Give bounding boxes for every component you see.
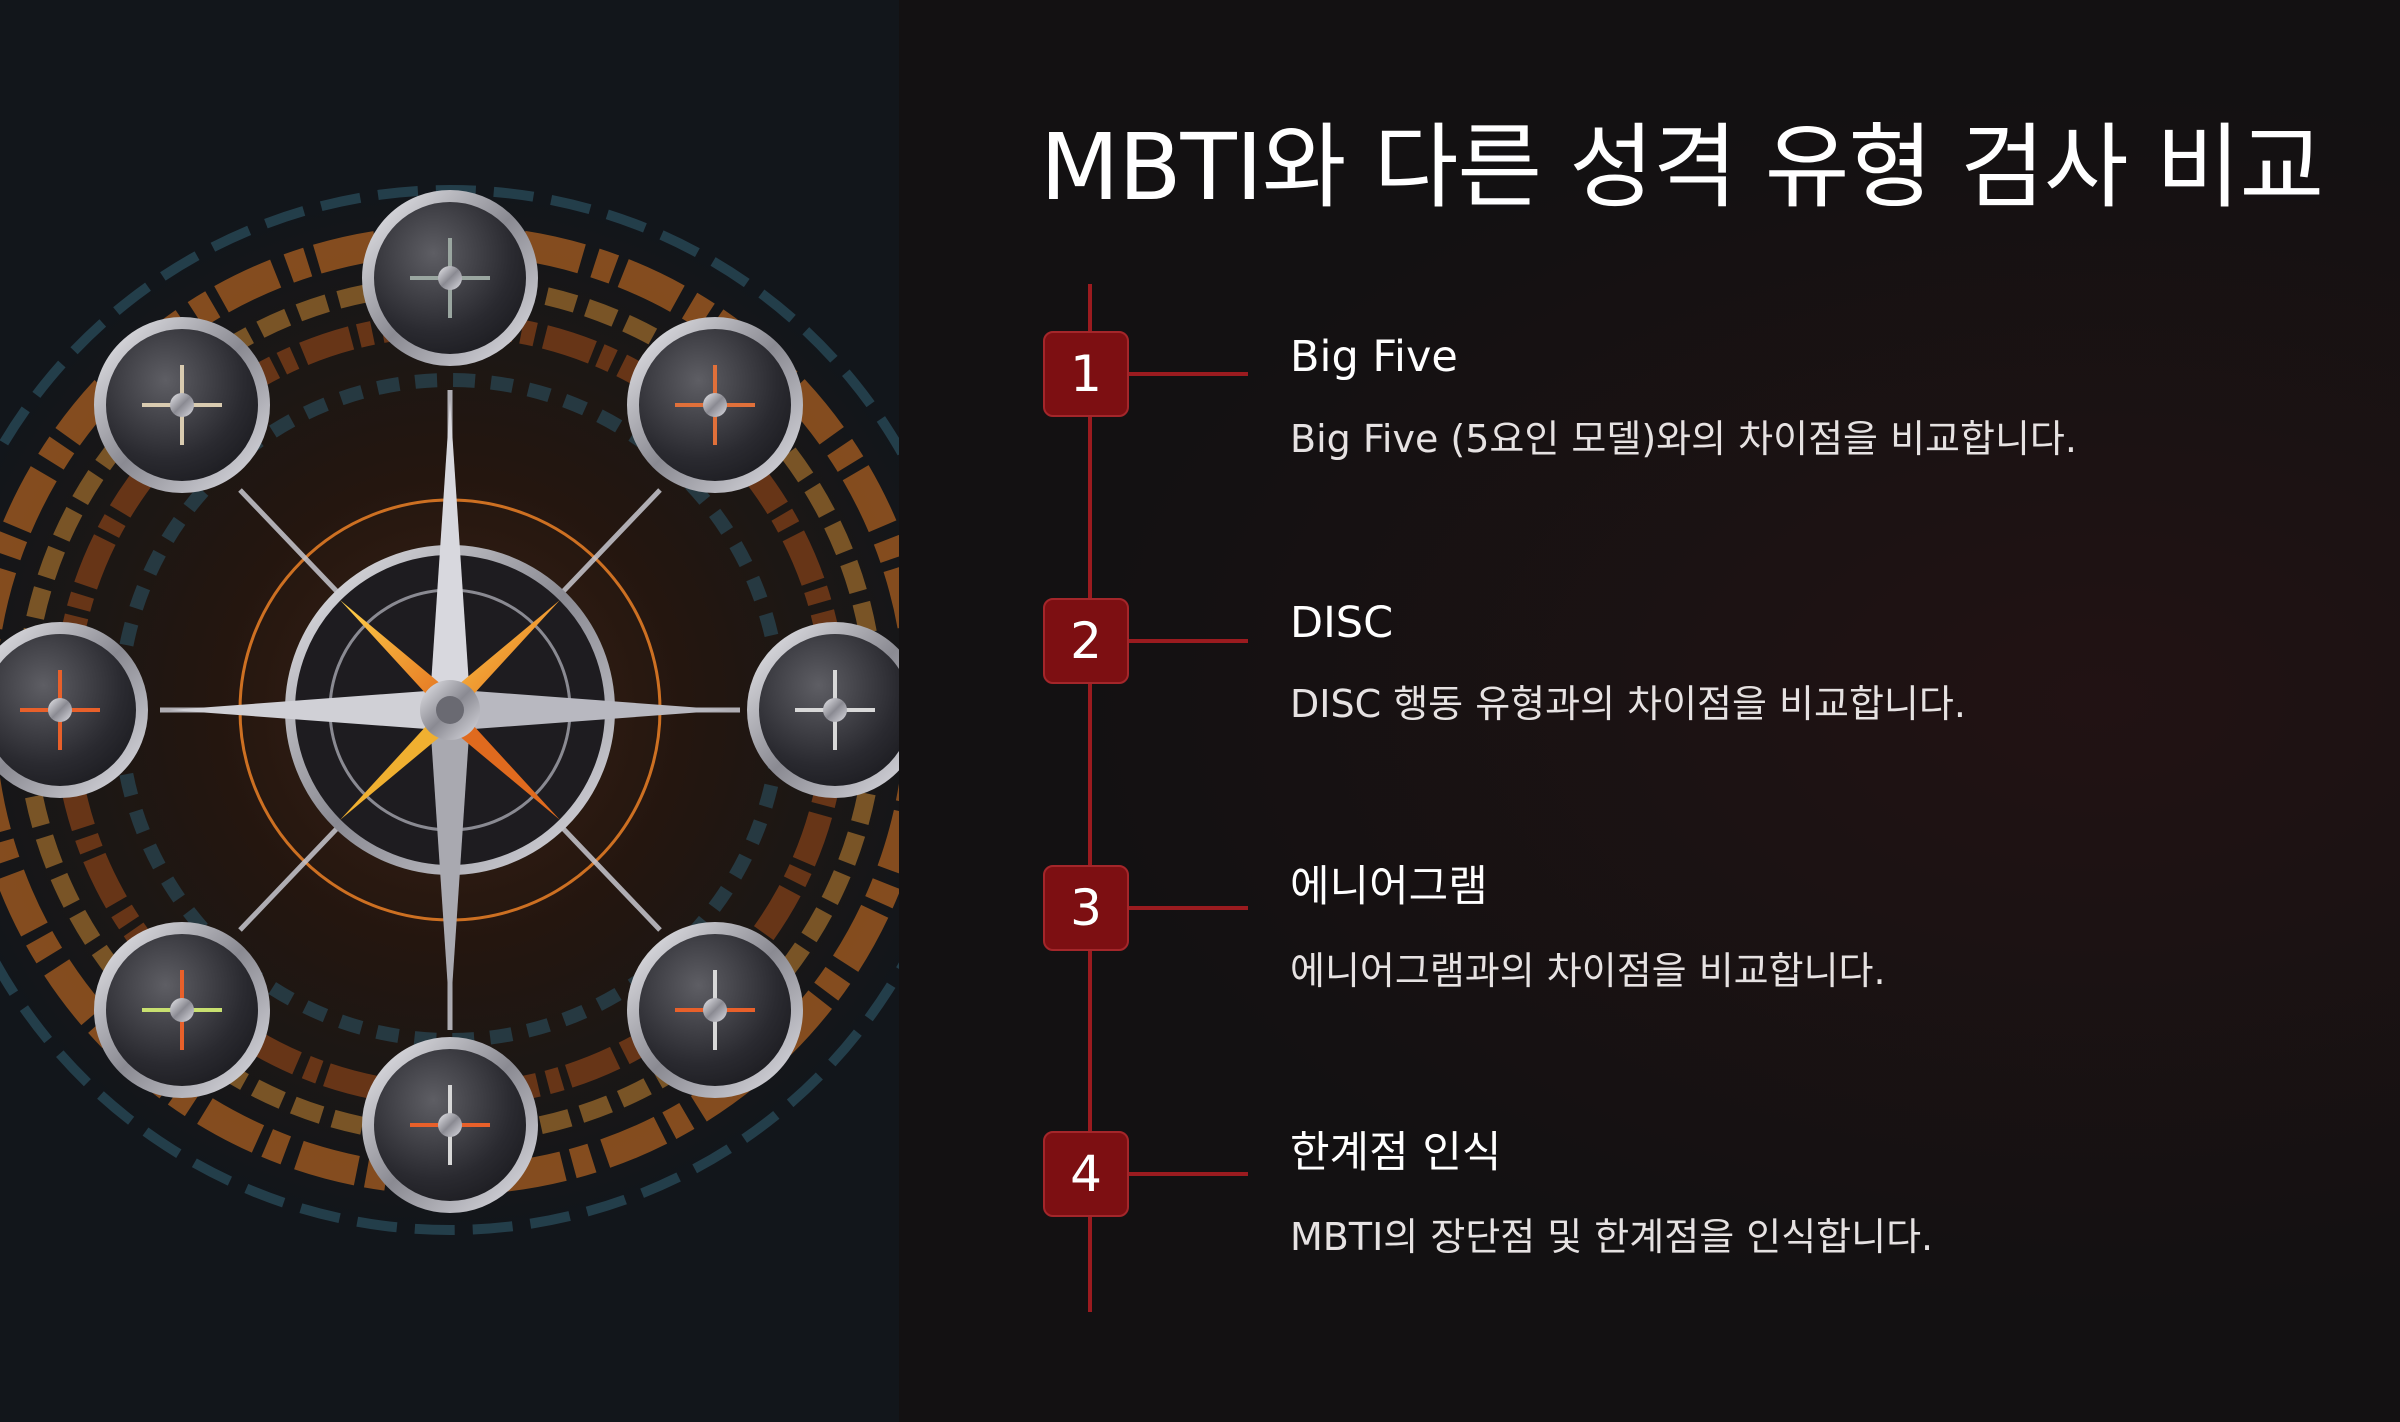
step-description: MBTI의 장단점 및 한계점을 인식합니다. xyxy=(1290,1215,1934,1259)
step-connector xyxy=(1129,906,1248,910)
compass-rose-icon xyxy=(0,0,899,1422)
step-description: Big Five (5요인 모델)와의 차이점을 비교합니다. xyxy=(1290,417,2077,461)
step-title: DISC xyxy=(1290,598,1394,648)
step-title: Big Five xyxy=(1290,332,1458,382)
step-connector xyxy=(1129,639,1248,643)
step-connector xyxy=(1129,372,1248,376)
step-number-badge: 2 xyxy=(1043,598,1129,684)
step-description: DISC 행동 유형과의 차이점을 비교합니다. xyxy=(1290,682,1966,726)
step-number-badge: 4 xyxy=(1043,1131,1129,1217)
step-number-badge: 1 xyxy=(1043,331,1129,417)
content-panel xyxy=(899,0,2400,1422)
step-title: 에니어그램 xyxy=(1290,862,1488,912)
step-connector xyxy=(1129,1172,1248,1176)
timeline-line xyxy=(1088,284,1092,1312)
compass-illustration xyxy=(0,0,899,1422)
step-title: 한계점 인식 xyxy=(1290,1128,1502,1178)
step-description: 에니어그램과의 차이점을 비교합니다. xyxy=(1290,949,1886,993)
page-title: MBTI와 다른 성격 유형 검사 비교 xyxy=(1040,114,2324,221)
step-number-badge: 3 xyxy=(1043,865,1129,951)
